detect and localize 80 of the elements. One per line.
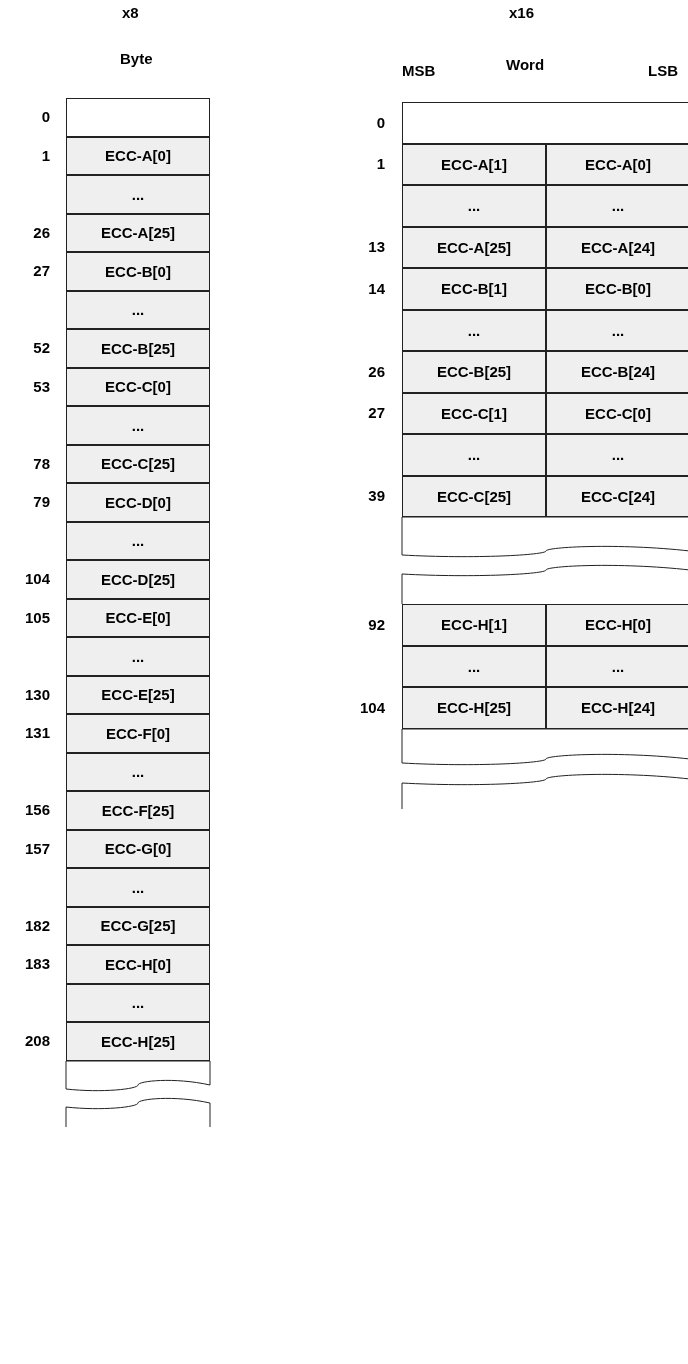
table-cell: ECC-C[0] xyxy=(546,392,688,434)
table-cell: ... xyxy=(66,983,210,1022)
table-cell: ECC-C[0] xyxy=(66,367,210,406)
row-number: 26 xyxy=(367,362,385,380)
row-number: 183 xyxy=(23,955,50,973)
table-cell: ... xyxy=(66,175,210,214)
table-cell: ... xyxy=(546,434,688,476)
table-cell: ECC-C[24] xyxy=(546,475,688,517)
table-cell: ... xyxy=(546,309,688,351)
table-cell: ECC-A[24] xyxy=(546,226,688,268)
table-cell: ECC-H[24] xyxy=(546,687,688,729)
table-cell: ... xyxy=(402,645,546,687)
table-cell: ECC-B[24] xyxy=(546,351,688,393)
table-cell: ... xyxy=(66,637,210,676)
row-number: 53 xyxy=(32,377,50,395)
table-cell: ... xyxy=(546,645,688,687)
table-cell: ECC-H[25] xyxy=(402,687,546,729)
table-cell: ECC-C[25] xyxy=(66,444,210,483)
column-header: Word xyxy=(506,56,545,73)
table-cell: ECC-F[0] xyxy=(66,714,210,753)
row-number: 208 xyxy=(23,1032,50,1050)
table-cell: ECC-C[1] xyxy=(402,392,546,434)
column-header: Byte xyxy=(120,50,153,67)
row-number: 182 xyxy=(23,916,50,934)
row-number: 131 xyxy=(23,724,50,742)
row-number: 0 xyxy=(375,113,385,131)
column-header: x8 xyxy=(122,4,139,21)
table-cell: ECC-A[1] xyxy=(402,143,546,185)
row-number: 105 xyxy=(23,608,50,626)
table-cell: ECC-A[0] xyxy=(66,136,210,175)
row-number: 157 xyxy=(23,839,50,857)
column-header: LSB xyxy=(648,62,678,79)
row-number: 27 xyxy=(367,404,385,422)
table-cell: ECC-E[25] xyxy=(66,675,210,714)
row-number: 130 xyxy=(23,685,50,703)
table-cell: ECC-H[25] xyxy=(66,1022,210,1061)
table-cell: ... xyxy=(66,752,210,791)
table-cell: ECC-A[25] xyxy=(66,213,210,252)
table-cell: ECC-E[0] xyxy=(66,598,210,637)
row-number: 1 xyxy=(40,146,50,164)
row-number: 92 xyxy=(367,615,385,633)
table-cell: ECC-H[0] xyxy=(66,945,210,984)
table-cell: ECC-A[25] xyxy=(402,226,546,268)
row-number: 104 xyxy=(23,570,50,588)
row-number: 14 xyxy=(367,279,385,297)
table-cell: ECC-B[0] xyxy=(66,252,210,291)
row-number: 52 xyxy=(32,339,50,357)
row-number: 79 xyxy=(32,493,50,511)
row-number: 26 xyxy=(32,223,50,241)
table-cell: ... xyxy=(66,290,210,329)
table-cell: ECC-H[0] xyxy=(546,604,688,646)
table-cell: ... xyxy=(402,309,546,351)
table-cell: ... xyxy=(66,868,210,907)
table-cell: ... xyxy=(402,185,546,227)
table-cell: ECC-B[25] xyxy=(66,329,210,368)
table-cell: ECC-G[25] xyxy=(66,906,210,945)
row-number: 104 xyxy=(358,698,385,716)
table-cell: ... xyxy=(402,434,546,476)
row-number: 27 xyxy=(32,262,50,280)
table-cell: ECC-H[1] xyxy=(402,604,546,646)
column-header: x16 xyxy=(509,4,535,21)
table-cell: ECC-B[0] xyxy=(546,268,688,310)
table-cell: ECC-G[0] xyxy=(66,829,210,868)
table-cell: ECC-B[25] xyxy=(402,351,546,393)
column-header: MSB xyxy=(402,62,436,79)
table-cell: ... xyxy=(66,521,210,560)
table-cell: ECC-B[1] xyxy=(402,268,546,310)
table-cell: ECC-C[25] xyxy=(402,475,546,517)
table-cell: ... xyxy=(66,406,210,445)
row-number: 1 xyxy=(375,155,385,173)
row-number: 39 xyxy=(367,487,385,505)
table-cell: ECC-D[0] xyxy=(66,483,210,522)
row-number: 13 xyxy=(367,238,385,256)
table-cell: ECC-D[25] xyxy=(66,560,210,599)
row-number: 0 xyxy=(40,108,50,126)
table-cell: ECC-A[0] xyxy=(546,143,688,185)
row-number: 156 xyxy=(23,801,50,819)
row-number: 78 xyxy=(32,454,50,472)
table-cell: ECC-F[25] xyxy=(66,791,210,830)
table-cell: ... xyxy=(546,185,688,227)
